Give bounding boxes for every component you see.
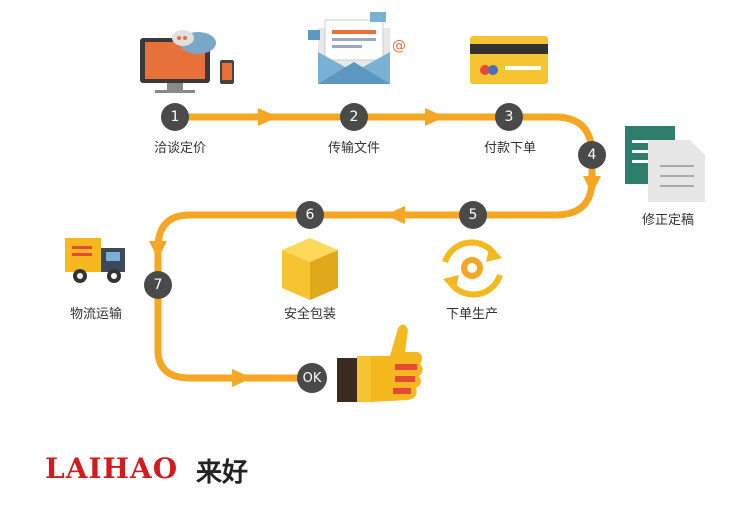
flow-arrow [583, 176, 601, 194]
email-envelope-icon: @ [308, 12, 406, 84]
flow-arrow [425, 108, 445, 126]
flow-arrow [385, 206, 405, 224]
step-5-node: 5 [459, 201, 487, 229]
box-package-icon [282, 238, 338, 300]
step-3-node: 3 [495, 103, 523, 131]
brand-logo-text: LAIHAO [45, 452, 179, 485]
gear-cycle-icon [442, 239, 503, 298]
step-2-node: 2 [340, 103, 368, 131]
flow-arrow [232, 369, 252, 387]
svg-text:@: @ [392, 38, 406, 54]
spreadsheet-document-icon [625, 126, 705, 202]
step-7-label: 物流运输 [69, 307, 123, 322]
computer-chat-icon [140, 30, 234, 93]
step-1-label: 洽谈定价 [153, 141, 207, 156]
ok-node: OK [297, 363, 327, 393]
step-6-label: 安全包装 [283, 307, 337, 322]
step-4-label: 修正定稿 [641, 213, 695, 228]
step-7-node: 7 [144, 271, 172, 299]
thumbs-up-icon [337, 324, 423, 402]
flow-arrow [258, 108, 278, 126]
brand-logo-chinese: 来好 [196, 458, 249, 488]
step-1-node: 1 [161, 103, 189, 131]
step-6-node: 6 [296, 201, 324, 229]
flow-path [154, 113, 596, 382]
flow-arrow [149, 241, 167, 259]
step-5-label: 下单生产 [445, 307, 499, 322]
step-4-node: 4 [578, 141, 606, 169]
step-2-label: 传输文件 [327, 141, 381, 156]
step-3-label: 付款下单 [483, 141, 537, 156]
credit-card-icon [470, 36, 548, 84]
delivery-truck-icon [65, 238, 125, 283]
